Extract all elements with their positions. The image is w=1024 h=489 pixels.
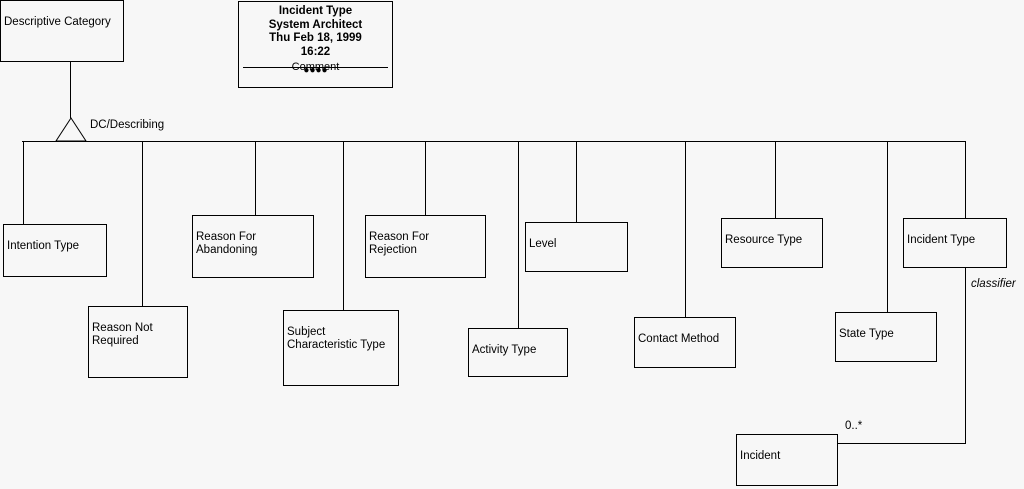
class-box-reason-not-required[interactable]: Reason Not Required: [88, 306, 188, 378]
association-line-horizontal: [838, 443, 966, 444]
class-box-level[interactable]: Level: [525, 222, 628, 272]
connector-reason-for-abandoning: [255, 141, 256, 215]
class-name-descriptive-category: Descriptive Category: [4, 16, 111, 28]
comment-divider: [243, 67, 388, 68]
class-name-resource-type: Resource Type: [725, 234, 803, 246]
class-name-incident-type: Incident Type: [907, 234, 976, 246]
connector-contact-method: [685, 141, 686, 317]
association-multiplicity-label: 0..*: [845, 420, 863, 432]
class-box-incident-type[interactable]: Incident Type: [903, 218, 1007, 268]
title-block-name: Incident Type: [278, 5, 353, 17]
class-name-activity-type: Activity Type: [472, 344, 537, 356]
connector-level: [576, 141, 577, 222]
class-box-state-type[interactable]: State Type: [835, 312, 937, 362]
generalization-triangle-icon: [55, 117, 87, 142]
class-box-activity-type[interactable]: Activity Type: [468, 328, 568, 377]
connector-activity-type: [518, 141, 519, 328]
class-name-state-type: State Type: [839, 328, 894, 340]
class-name-reason-not-required: Reason Not Required: [92, 322, 153, 347]
class-box-incident[interactable]: Incident: [736, 434, 838, 486]
class-box-reason-for-rejection[interactable]: Reason For Rejection: [365, 215, 486, 278]
title-block-time: 16:22: [300, 45, 331, 58]
diagram-title-block: Incident Type System Architect Thu Feb 1…: [238, 1, 393, 88]
comment-dots-icon: ●●●●: [303, 65, 328, 76]
class-name-subject-characteristic-type: Subject Characteristic Type: [287, 326, 386, 351]
association-role-label: classifier: [971, 278, 1016, 290]
connector-incident-type: [965, 141, 966, 218]
class-name-reason-for-abandoning: Reason For Abandoning: [196, 231, 258, 256]
connector-resource-type: [775, 141, 776, 218]
comment-label: Comment: [291, 61, 340, 73]
title-block-author: System Architect: [268, 18, 363, 31]
generalization-stem: [70, 62, 71, 118]
class-name-incident: Incident: [740, 450, 781, 462]
class-box-subject-characteristic-type[interactable]: Subject Characteristic Type: [283, 310, 399, 386]
class-name-level: Level: [529, 238, 557, 250]
generalization-label: DC/Describing: [90, 119, 165, 131]
class-box-resource-type[interactable]: Resource Type: [721, 218, 823, 268]
connector-subject-characteristic-type: [343, 141, 344, 310]
title-block-date: Thu Feb 18, 1999: [269, 32, 362, 44]
title-block-comment-row: Comment ●●●●: [239, 61, 392, 76]
connector-intention-type: [23, 141, 24, 224]
class-box-reason-for-abandoning[interactable]: Reason For Abandoning: [192, 215, 314, 278]
class-name-contact-method: Contact Method: [638, 333, 720, 345]
connector-state-type: [887, 141, 888, 312]
connector-reason-for-rejection: [425, 141, 426, 215]
class-box-contact-method[interactable]: Contact Method: [634, 317, 736, 368]
generalization-bus-line: [22, 141, 966, 142]
class-box-descriptive-category[interactable]: Descriptive Category: [0, 0, 124, 62]
class-box-intention-type[interactable]: Intention Type: [3, 224, 107, 277]
association-line-vertical: [965, 268, 966, 443]
class-name-intention-type: Intention Type: [7, 240, 80, 252]
class-name-reason-for-rejection: Reason For Rejection: [369, 231, 430, 256]
connector-reason-not-required: [142, 141, 143, 306]
